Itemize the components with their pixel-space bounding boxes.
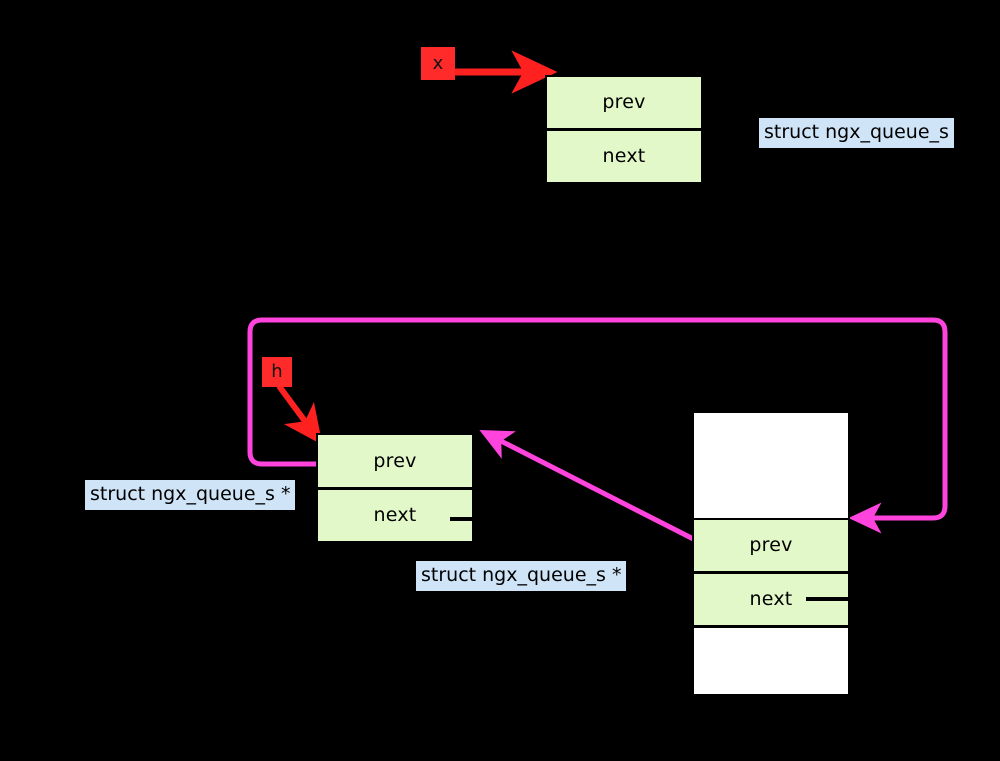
lower-middle-type-label: struct ngx_queue_s * — [416, 561, 627, 592]
top-queue-node: prev next — [545, 75, 703, 184]
top-node-prev-field[interactable]: prev — [545, 75, 703, 130]
left-node-prev-field[interactable]: prev — [316, 433, 474, 489]
right-queue-node: prev next — [692, 411, 850, 696]
x-pointer-chip[interactable]: x — [421, 47, 455, 80]
right-node-pad-top — [692, 411, 850, 520]
left-node-next-label: next — [373, 504, 417, 526]
top-right-type-label: struct ngx_queue_s — [759, 118, 954, 149]
left-node-prev-label: prev — [373, 449, 417, 472]
left-node-next-stub — [450, 517, 478, 521]
right-node-next-label: next — [749, 588, 793, 610]
top-node-prev-label: prev — [602, 91, 646, 113]
right-node-prev-label: prev — [749, 534, 793, 556]
left-queue-node: prev next — [316, 433, 474, 543]
right-node-pad-bottom — [692, 626, 850, 696]
x-pointer-label: x — [432, 52, 444, 74]
right-node-next-stub — [806, 597, 850, 601]
right-prev-to-left-node-arrow — [479, 430, 719, 554]
h-pointer-chip[interactable]: h — [262, 357, 292, 387]
lower-left-type-label: struct ngx_queue_s * — [85, 480, 296, 511]
top-node-next-field[interactable]: next — [545, 129, 703, 184]
h-to-left-node-arrow — [276, 384, 323, 445]
right-node-prev-field[interactable]: prev — [692, 518, 850, 573]
top-node-next-label: next — [602, 145, 646, 167]
h-pointer-label: h — [271, 361, 283, 382]
left-node-next-field[interactable]: next — [316, 488, 474, 543]
